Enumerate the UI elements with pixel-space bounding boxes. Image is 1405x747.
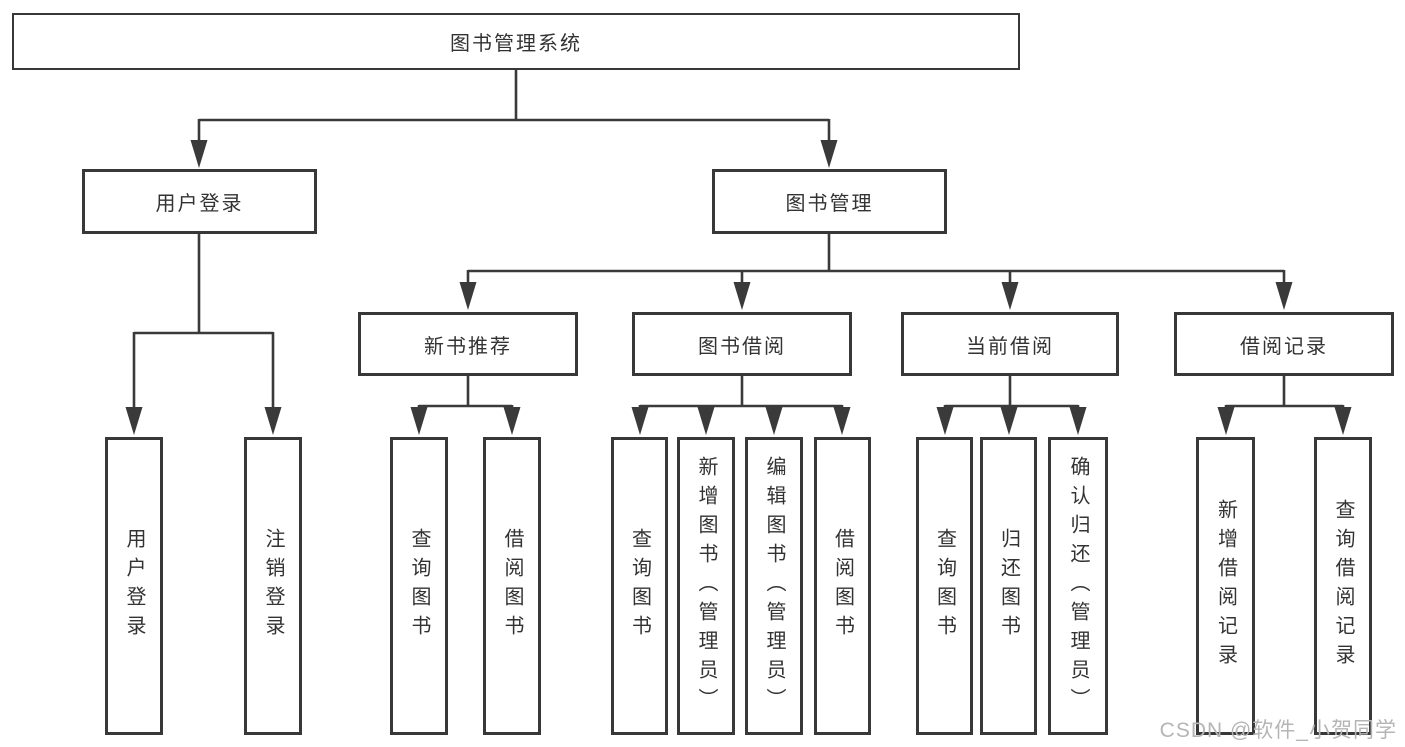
leaf-return-books: 归还图书 [980,437,1037,735]
node-book-management: 图书管理 [712,169,947,234]
leaf-edit-books-admin: 编辑图书（管理员） [745,437,803,735]
leaf-query-books-current: 查询图书 [916,437,973,735]
leaf-borrow-books: 借阅图书 [814,437,871,735]
node-borrow-records: 借阅记录 [1174,312,1394,376]
leaf-logout: 注销登录 [244,437,302,735]
node-user-login: 用户登录 [82,169,317,234]
node-current-borrow: 当前借阅 [901,312,1119,376]
leaf-user-login: 用户登录 [105,437,163,735]
leaf-query-books-recommend: 查询图书 [390,437,448,735]
leaf-confirm-return-admin: 确认归还（管理员） [1048,437,1108,735]
node-book-borrow: 图书借阅 [632,312,852,376]
leaf-add-books-admin: 新增图书（管理员） [677,437,735,735]
leaf-query-books-borrow: 查询图书 [611,437,668,735]
node-new-book-recommend: 新书推荐 [358,312,578,376]
leaf-borrow-books-recommend: 借阅图书 [483,437,541,735]
leaf-query-borrow-record: 查询借阅记录 [1314,437,1372,735]
leaf-add-borrow-record: 新增借阅记录 [1196,437,1255,735]
node-root: 图书管理系统 [12,13,1020,70]
